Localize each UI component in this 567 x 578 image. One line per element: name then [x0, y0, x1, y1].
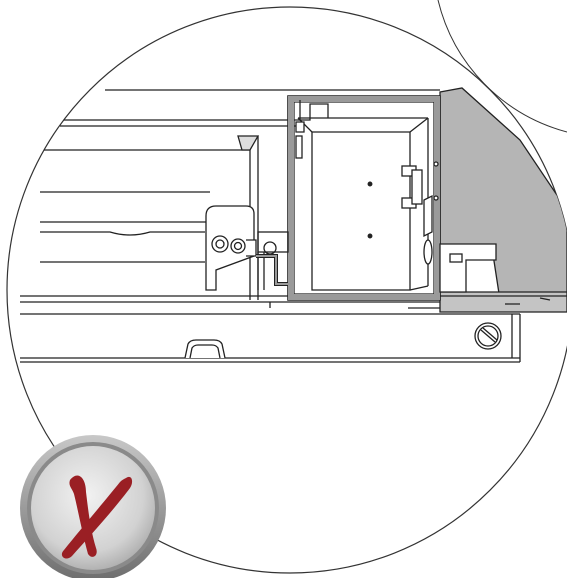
mount-hole-2 — [367, 233, 373, 239]
detail-drawing — [20, 87, 567, 363]
handle-slot — [184, 339, 226, 359]
mount-hole-1 — [367, 181, 373, 187]
bracket-channel-fill — [288, 96, 294, 300]
top-tab — [299, 100, 329, 121]
rail-7 — [40, 231, 205, 236]
red-x-cross-icon — [20, 435, 166, 578]
latch-lever — [423, 194, 433, 238]
inner-box — [311, 131, 411, 291]
detail-circle-outline — [6, 6, 567, 574]
grey-rail-right — [439, 291, 567, 313]
panel-top-fold — [237, 135, 260, 151]
